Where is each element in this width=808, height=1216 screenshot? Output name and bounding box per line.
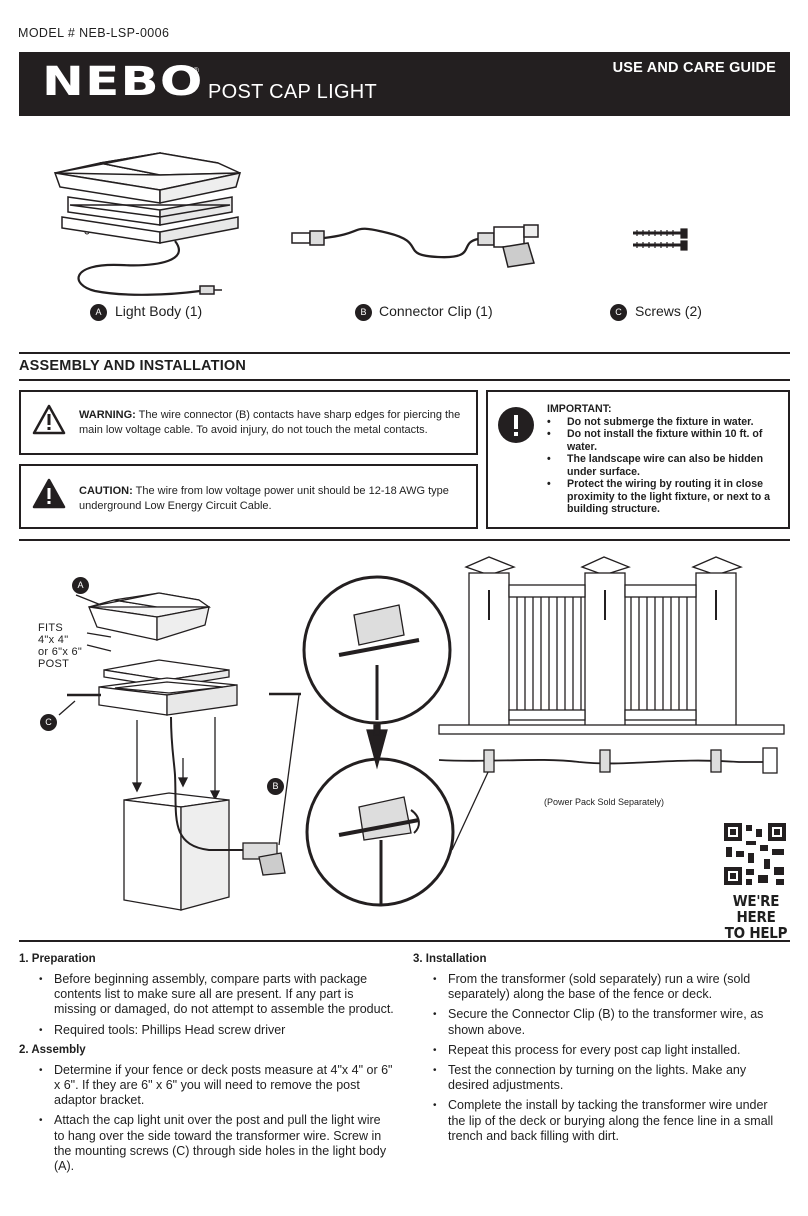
important-icon [498,407,534,443]
installation-item: From the transformer (sold separately) r… [433,972,785,1002]
instructions-left: 1. Preparation Before beginning assembly… [19,953,394,1179]
title-banner [19,52,790,116]
part-c-badge: C [610,304,627,321]
instructions-rule [19,940,790,942]
warning-label: WARNING: [79,409,136,421]
important-item: •Do not submerge the fixture in water. [547,415,754,428]
important-title: IMPORTANT: [547,403,612,415]
power-pack-note: (Power Pack Sold Separately) [544,797,665,807]
preparation-item: Before beginning assembly, compare parts… [39,972,394,1018]
assembly-item: Attach the cap light unit over the post … [39,1113,394,1174]
important-item: •Do not install the fixture within 10 ft… [547,428,763,453]
important-text: IMPORTANT: •Do not submerge the fixture … [547,403,782,516]
caution-label: CAUTION: [79,485,133,497]
registered-mark: ® [193,66,199,75]
part-a-badge: A [90,304,107,321]
assembly-title: 2. Assembly [19,1043,86,1056]
screws-illustration [633,228,688,251]
preparation-title: 1. Preparation [19,953,96,965]
fence-illustration [438,556,785,774]
part-b-badge: B [355,304,372,321]
diagram-label-b: B [267,778,284,795]
installation-item: Repeat this process for every post cap l… [433,1043,785,1058]
diagram-rule-top [19,539,790,541]
warning-icon [32,404,66,435]
installation-item: Test the connection by turning on the li… [433,1063,785,1093]
brand-logo: NEBO [42,59,204,105]
qr-caption: WE'RE HERE TO HELP [724,892,788,942]
section-rule-top [19,352,790,354]
preparation-item: Required tools: Phillips Head screw driv… [39,1023,394,1038]
diagram-label-a: A [72,577,89,594]
section-title: ASSEMBLY AND INSTALLATION [19,358,247,374]
product-name: POST CAP LIGHT [208,81,378,103]
part-b-label: Connector Clip (1) [379,303,493,319]
light-body-illustration [53,152,242,296]
exploded-light-body [87,592,238,716]
part-c-label: Screws (2) [635,303,702,319]
installation-item: Secure the Connector Clip (B) to the tra… [433,1007,785,1037]
caution-text: CAUTION: The wire from low voltage power… [79,484,469,514]
warning-text: WARNING: The wire connector (B) contacts… [79,408,469,438]
important-box [486,390,790,529]
part-a-label: Light Body (1) [115,303,203,319]
important-item: •The landscape wire can also be hidden u… [547,453,764,478]
installation-title: 3. Installation [413,953,487,965]
important-item: •Protect the wiring by routing it in clo… [547,478,771,515]
installation-item: Complete the install by tacking the tran… [433,1098,785,1144]
caution-body: The wire from low voltage power unit sho… [79,485,449,512]
section-rule-bottom [19,379,790,381]
caution-icon [32,478,66,509]
fits-post-label: FITS 4"x 4" or 6"x 6" POST [38,622,83,670]
instructions-right: 3. Installation From the transformer (so… [413,953,785,1149]
installation-diagram [58,556,786,911]
assembly-item: Determine if your fence or deck posts me… [39,1063,394,1109]
caution-box [19,464,478,529]
diagram-label-c: C [40,714,57,731]
model-number: MODEL # NEB-LSP-0006 [18,26,170,40]
qr-code [724,823,786,885]
warning-body: The wire connector (B) contacts have sha… [79,409,461,436]
connector-clip-illustration [291,224,539,268]
warning-box [19,390,478,455]
guide-title: USE AND CARE GUIDE [612,60,776,76]
